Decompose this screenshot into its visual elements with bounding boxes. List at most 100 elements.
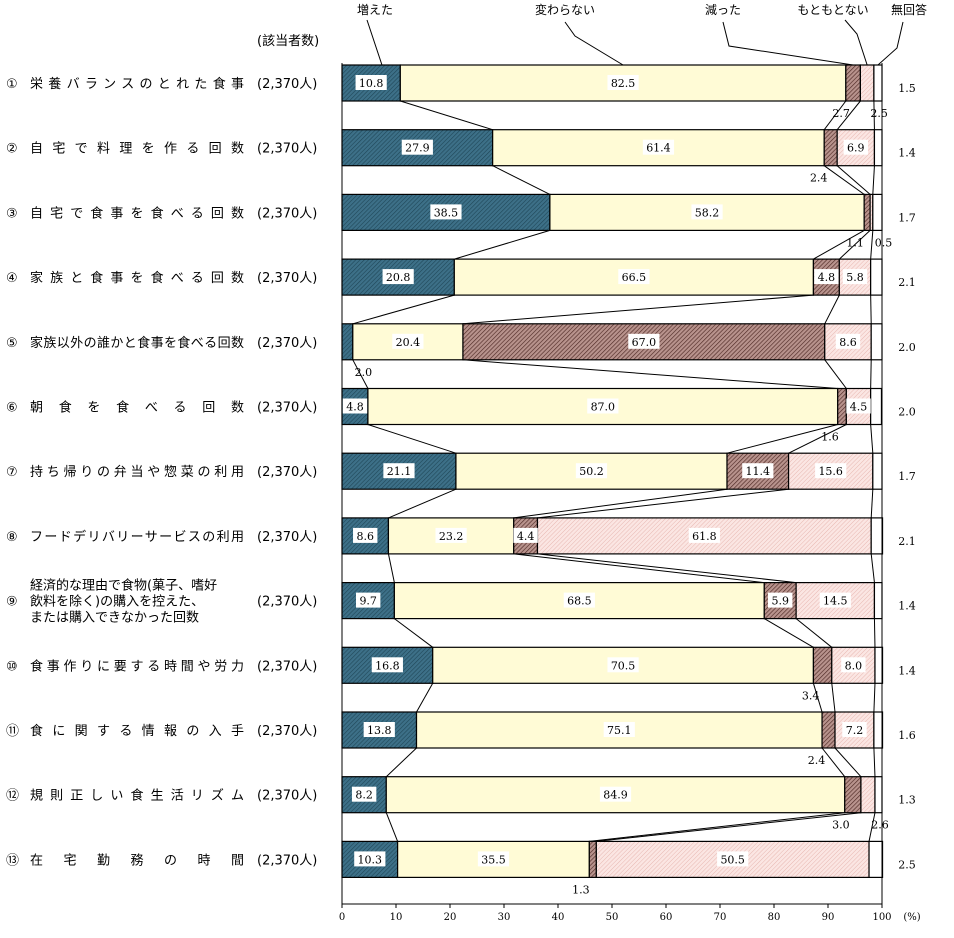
row-marker: ⑧ [6,530,18,545]
connector-line [726,424,838,454]
legend-leader [564,21,624,66]
bar-segment-無回答 [874,776,883,814]
row-marker: ⑨ [6,595,18,610]
connector-line [823,100,847,131]
bar-segment-無回答 [873,581,883,620]
value-label: 84.9 [603,789,628,802]
no-answer-value: 1.7 [898,211,916,224]
row-label: 飲料を除く)の購入を控えた、 [30,594,204,610]
connector-line [462,359,838,389]
value-label-bg [354,851,386,867]
value-label: 21.1 [387,465,412,478]
connector-line [537,553,797,584]
row-marker: ⑦ [6,465,18,480]
row-count: (2,370人) [257,595,317,610]
value-label: 4.5 [850,401,868,414]
value-label-bg [843,139,869,155]
value-label-bg [363,722,395,737]
connector-line [870,230,874,260]
value-label: 0.5 [875,236,893,249]
x-tick-label: 20 [444,912,457,923]
connector-line [454,229,551,260]
connector-line [416,683,434,713]
legend-label: 変わらない [535,2,595,17]
value-label-bg [814,269,839,285]
value-label-bg [355,592,381,608]
bar-segment-無回答 [872,193,883,231]
value-label: 8.6 [356,530,374,543]
connector-line [870,295,872,324]
value-label-bg [351,786,377,802]
value-label: 5.9 [771,595,789,608]
value-label-bg [742,463,774,479]
connector-line [824,294,840,325]
value-label: 68.5 [567,595,592,608]
no-answer-value: 2.0 [898,406,916,419]
row-count: (2,370人) [257,77,317,92]
value-label: 2.5 [870,107,888,120]
value-label-bg [841,657,866,673]
connector-line [836,165,871,195]
legend-label: 減った [705,2,741,17]
value-label-bg [587,398,619,414]
value-label-bg [846,398,871,414]
row-marker: ⑪ [6,724,19,739]
row-count: (2,370人) [257,401,317,416]
value-label: 3.0 [832,819,850,832]
connector-line [813,229,865,260]
value-label-bg [382,269,414,285]
value-label: 2.7 [832,107,850,120]
connector-line [387,553,395,583]
value-label: 1.3 [572,883,590,896]
legend-leader [877,21,904,66]
value-label-bg [819,592,851,608]
row-count: (2,370人) [257,206,317,221]
bar-segment-増えた [341,323,354,361]
legend: 増えた変わらない減ったもともとない無回答 [357,2,927,66]
bar-segment-減った [863,193,871,231]
bar-segment-無回答 [870,258,883,296]
bar-segment-減った [812,646,833,684]
value-label: 61.4 [646,142,671,155]
value-label: 23.2 [439,530,464,543]
no-answer-value: 1.3 [898,794,916,807]
connector-line [821,747,846,778]
bar-segment-減った [821,711,836,749]
value-label: 38.5 [434,206,459,219]
row-marker: ⑤ [6,336,18,351]
row-marker: ⑥ [6,401,18,416]
value-label-bg [342,398,368,414]
bar-segment-減った [823,129,838,167]
connector-line [824,359,847,389]
connector-line [492,165,551,195]
connector-lines [352,100,876,842]
value-label: 75.1 [607,724,632,737]
connector-line [823,165,865,195]
no-answer-value: 2.1 [898,535,916,548]
row-label: 規則正しい食生活リズム [30,788,244,804]
row-label: 食事作りに要する時間や労力 [30,658,244,674]
value-label: 13.8 [367,724,392,737]
connector-line [462,294,814,325]
value-label: 2.4 [808,754,826,767]
value-label: 2.4 [810,172,828,185]
value-label-bg [392,333,424,349]
value-label: 87.0 [591,401,616,414]
connector-line [870,424,874,454]
value-label: 14.5 [823,595,848,608]
row-label: 食に関する情報の入手 [30,723,244,739]
value-label: 67.0 [632,336,657,349]
value-label: 66.5 [622,271,647,284]
row-label: 栄養バランスのとれた食事 [30,76,244,92]
bar-segment-無回答 [870,387,883,426]
value-label-bg [607,657,639,673]
connector-line [873,100,875,130]
value-label-bg [575,463,608,479]
connector-line [352,294,455,325]
value-label-bg [371,657,403,673]
no-answer-value: 1.5 [898,82,916,95]
legend-leader [366,19,383,66]
value-label: 50.5 [720,853,745,866]
value-label-bg [477,851,510,867]
